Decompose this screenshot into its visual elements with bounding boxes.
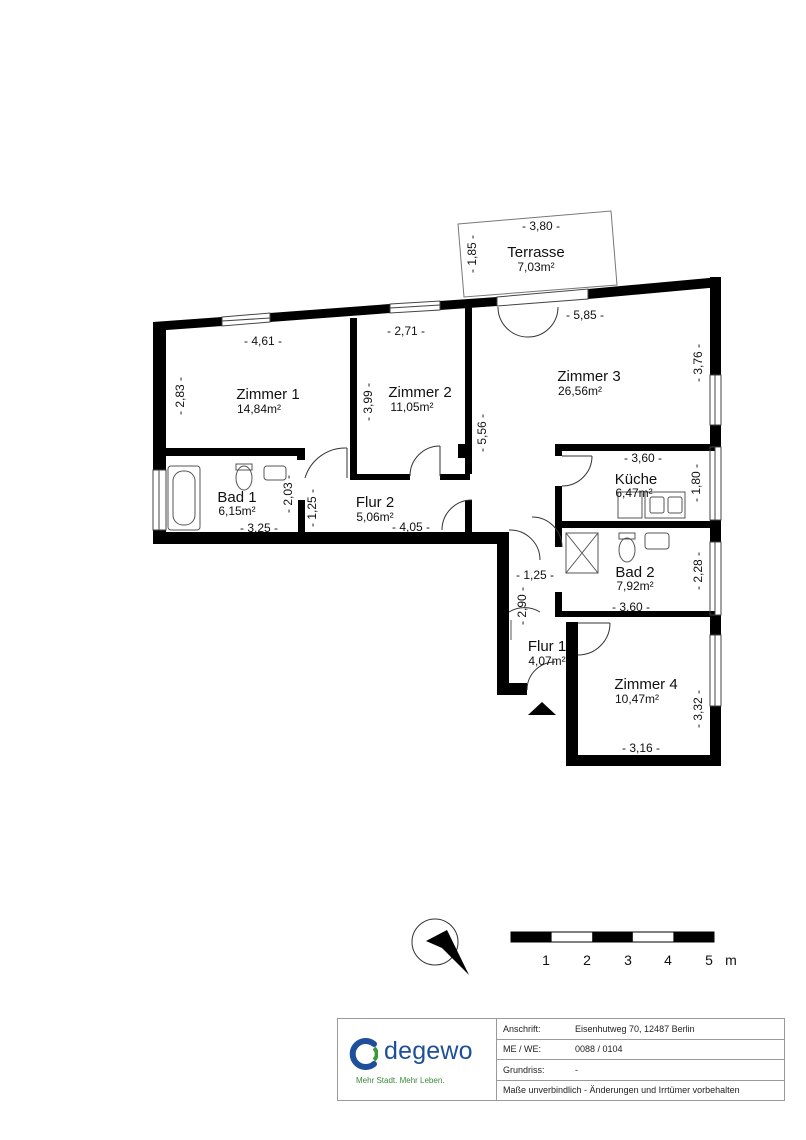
bad1-area: 6,15m² (218, 504, 255, 518)
unit-value: 0088 / 0104 (575, 1044, 623, 1055)
dim-flur1-w: - 1,25 - (516, 568, 554, 582)
title-block: degewo Mehr Stadt. Mehr Leben. Anschrift… (337, 1018, 785, 1101)
terrasse-outline (457, 210, 618, 298)
logo: degewo Mehr Stadt. Mehr Leben. (338, 1019, 497, 1100)
scale-label-2: 2 (583, 952, 591, 968)
zimmer2-label: Zimmer 2 (388, 384, 451, 401)
address-row: Anschrift: Eisenhutweg 70, 12487 Berlin (497, 1019, 784, 1040)
scale-label-1: 1 (542, 952, 550, 968)
scale-label-5: 5 (705, 952, 713, 968)
scale-bar (510, 931, 715, 943)
entrance-arrow (528, 702, 556, 715)
floorplan-value: - (575, 1064, 578, 1075)
floorplan-label: Grundriss: (503, 1064, 545, 1075)
dim-flur2-h: - 1,25 - (305, 489, 319, 527)
zimmer3-label: Zimmer 3 (557, 368, 620, 385)
inner-walls (153, 304, 715, 685)
flur1-area: 4,07m² (528, 654, 565, 668)
zimmer4-area: 10,47m² (615, 692, 659, 706)
dim-zimmer1-h: - 2,83 - (173, 377, 187, 415)
fixtures (167, 463, 686, 640)
dim-zimmer3-w: - 5,85 - (566, 308, 604, 322)
dim-terrasse-w: - 3,80 - (522, 219, 560, 233)
dim-flur2-w: - 4,05 - (392, 520, 430, 534)
doors (304, 306, 611, 691)
dim-zimmer1-w: - 4,61 - (244, 334, 282, 348)
dim-flur1-h: - 2,90 - (515, 587, 529, 625)
dim-zimmer4-w: - 3,16 - (622, 741, 660, 755)
unit-row: ME / WE: 0088 / 0104 (497, 1040, 784, 1060)
scale-label-4: 4 (664, 952, 672, 968)
dim-bad1-w: - 3,25 - (240, 521, 278, 535)
zimmer1-area: 14,84m² (237, 402, 281, 416)
windows (152, 288, 722, 707)
kueche-area: 6,47m² (615, 486, 652, 500)
dim-bad1-h: - 2,03 - (281, 475, 295, 513)
dim-bad2-h: - 2,28 - (691, 552, 705, 590)
dim-bad2-w: - 3,60 - (612, 600, 650, 614)
bad2-label: Bad 2 (615, 564, 654, 581)
floorplan-row: Grundriss: - (497, 1060, 784, 1081)
outer-walls (153, 277, 721, 766)
dim-zimmer3-h: - 3,76 - (691, 344, 705, 382)
kueche-label: Küche (615, 471, 658, 488)
dim-kueche-w: - 3,60 - (624, 451, 662, 465)
zimmer3-area: 26,56m² (558, 384, 602, 398)
info-table: Anschrift: Eisenhutweg 70, 12487 Berlin … (497, 1019, 784, 1100)
scale-label-3: 3 (624, 952, 632, 968)
disclaimer-text: Maße unverbindlich - Änderungen und Irrt… (503, 1085, 740, 1096)
flur2-area: 5,06m² (356, 510, 393, 524)
address-label: Anschrift: (503, 1023, 541, 1034)
dim-zimmer2-w: - 2,71 - (387, 324, 425, 338)
logo-tagline: Mehr Stadt. Mehr Leben. (356, 1076, 445, 1085)
disclaimer-row: Maße unverbindlich - Änderungen und Irrt… (497, 1081, 784, 1101)
dim-kueche-h: - 1,80 - (689, 464, 703, 502)
unit-label: ME / WE: (503, 1044, 541, 1055)
bad1-label: Bad 1 (217, 489, 256, 506)
zimmer1-label: Zimmer 1 (236, 386, 299, 403)
scale-unit: m (725, 952, 737, 968)
terrasse-label: Terrasse (507, 244, 565, 261)
terrasse-area: 7,03m² (517, 260, 554, 274)
dim-zimmer4-h: - 3,32 - (691, 690, 705, 728)
dim-zimmer2-h: - 3,99 - (361, 383, 375, 421)
flur2-label: Flur 2 (356, 494, 394, 511)
dim-zimmer3-left: - 5,56 - (475, 414, 489, 452)
compass-icon (411, 918, 469, 975)
degewo-logo-icon (349, 1038, 378, 1070)
flur1-label: Flur 1 (528, 638, 566, 655)
zimmer4-label: Zimmer 4 (614, 676, 677, 693)
zimmer2-area: 11,05m² (390, 400, 433, 414)
address-value: Eisenhutweg 70, 12487 Berlin (575, 1023, 695, 1034)
bad2-area: 7,92m² (616, 579, 653, 593)
logo-wordmark: degewo (384, 1037, 473, 1065)
dim-terrasse-h: - 1,85 - (465, 235, 479, 273)
